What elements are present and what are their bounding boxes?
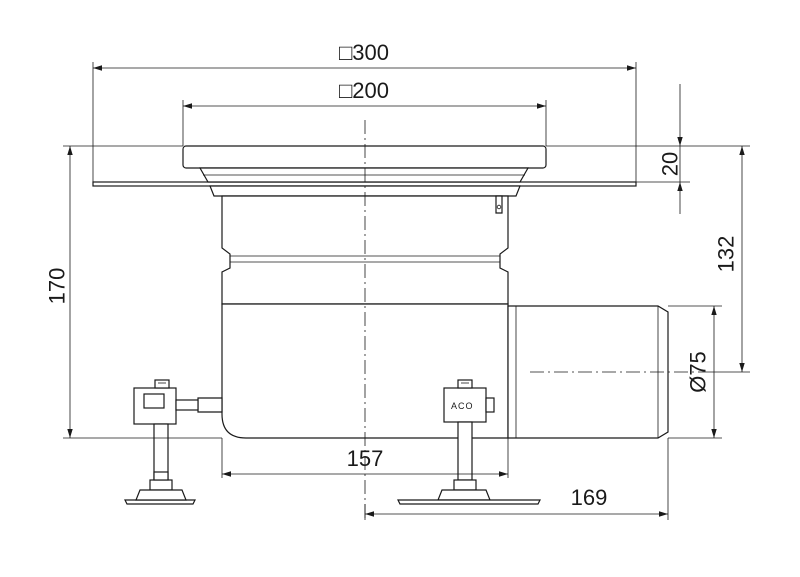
svg-text:Ø75: Ø75 <box>686 351 711 393</box>
dim-outlet-diameter: Ø75 <box>686 306 717 438</box>
aco-logo: ACO <box>451 401 474 411</box>
body-neck <box>209 185 521 197</box>
left-levelling-foot <box>124 379 223 505</box>
side-clip <box>495 195 503 214</box>
svg-text:132: 132 <box>714 236 739 273</box>
extension-lines <box>63 62 750 520</box>
dim-outlet-height: 132 <box>714 146 745 372</box>
dim-flange-height: 20 <box>658 84 683 214</box>
grate-frame <box>182 145 547 169</box>
svg-text:20: 20 <box>658 152 683 176</box>
dim-outlet-length: 169 <box>365 485 668 517</box>
dim-grate-inner: □200 <box>183 78 546 109</box>
dim-body-width: 157 <box>222 446 508 477</box>
dim-grate-outer: □300 <box>93 40 636 71</box>
right-levelling-foot: ACO <box>397 379 541 505</box>
svg-text:□200: □200 <box>339 78 389 103</box>
svg-text:157: 157 <box>347 446 384 471</box>
svg-text:169: 169 <box>571 485 608 510</box>
drain-body <box>92 145 669 439</box>
svg-text:170: 170 <box>45 268 70 305</box>
svg-text:□300: □300 <box>339 40 389 65</box>
dim-total-height: 170 <box>45 146 73 438</box>
